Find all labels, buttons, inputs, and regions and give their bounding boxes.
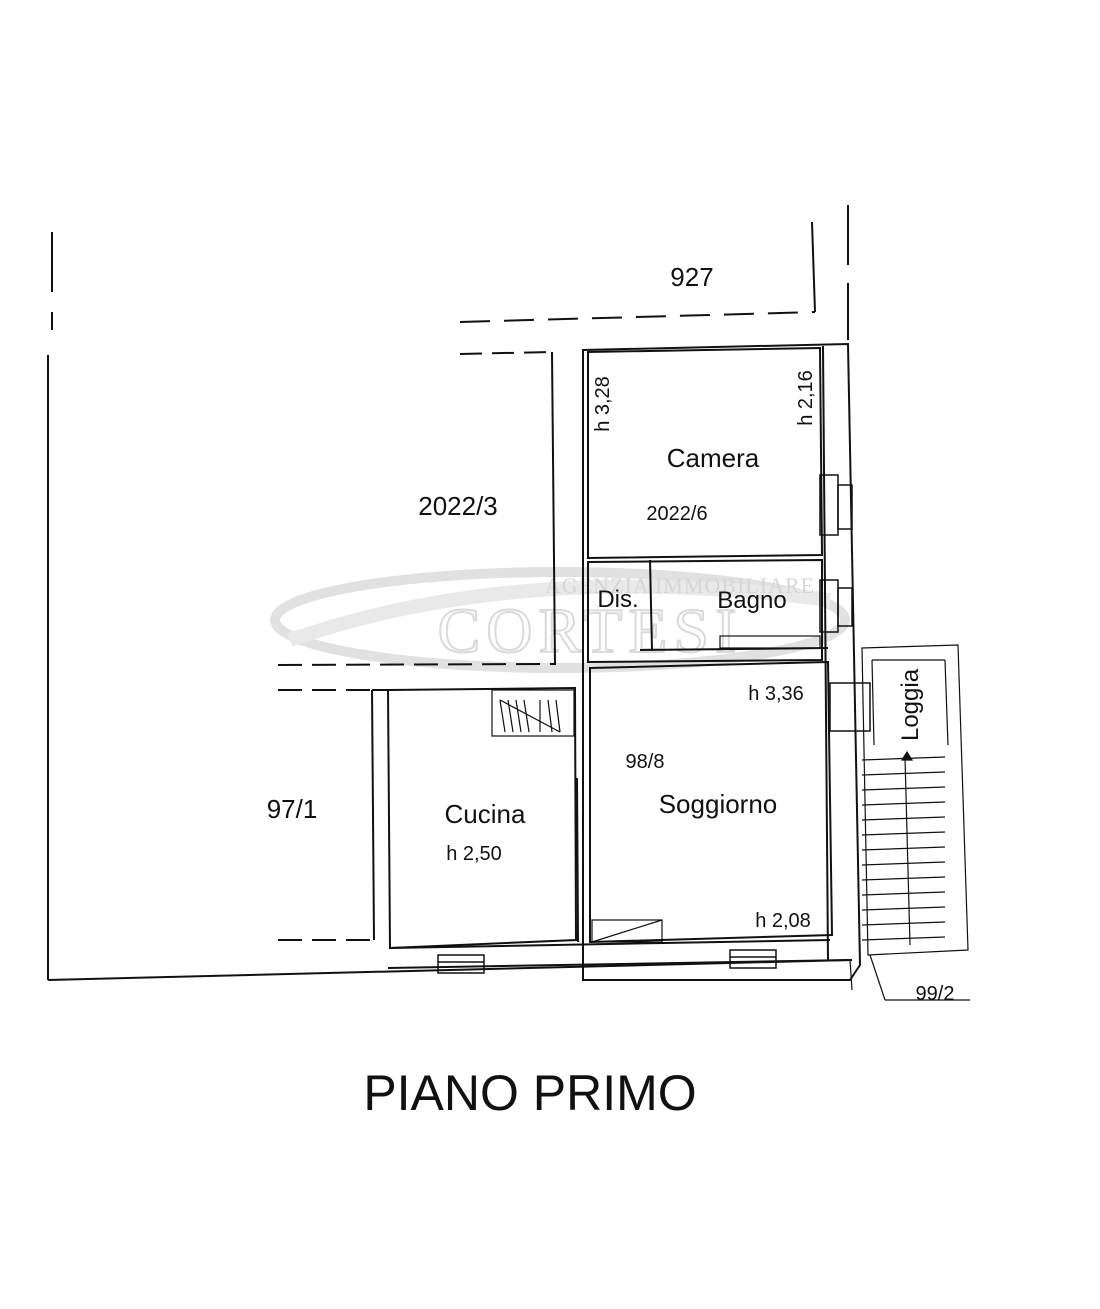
watermark-agency-text: AGENZIA IMMOBILIARE <box>545 573 815 598</box>
parcel-98-8-label: 98/8 <box>626 751 665 773</box>
height-soggiorno-top-label: h 3,36 <box>748 683 804 705</box>
height-camera-left-label: h 3,28 <box>592 376 614 432</box>
room-soggiorno-label: Soggiorno <box>659 789 778 819</box>
soggiorno-fixture <box>591 919 663 943</box>
parcel-2022-6-label: 2022/6 <box>646 503 707 525</box>
room-dis-label: Dis. <box>597 586 638 613</box>
building-walls <box>372 342 862 981</box>
bagno-fixtures <box>719 635 821 649</box>
loggia-staircase <box>849 644 970 1001</box>
room-loggia-label: Loggia <box>897 668 924 741</box>
internal-staircase <box>491 689 575 737</box>
watermark-brand-text: CORTESI <box>438 595 743 666</box>
parcel-99-2-label: 99/2 <box>916 983 955 1005</box>
height-camera-right-label: h 2,16 <box>795 370 817 426</box>
windows <box>437 474 871 974</box>
height-cucina-label: h 2,50 <box>446 843 502 865</box>
parcel-97-1-label: 97/1 <box>267 794 318 824</box>
plan-title: PIANO PRIMO <box>363 1065 696 1121</box>
room-camera-label: Camera <box>667 443 760 473</box>
parcel-927-label: 927 <box>670 262 713 292</box>
parcel-2022-3-label: 2022/3 <box>418 491 498 521</box>
room-cucina-label: Cucina <box>445 799 526 829</box>
height-soggiorno-bottom-label: h 2,08 <box>755 910 811 932</box>
room-bagno-label: Bagno <box>717 587 786 614</box>
